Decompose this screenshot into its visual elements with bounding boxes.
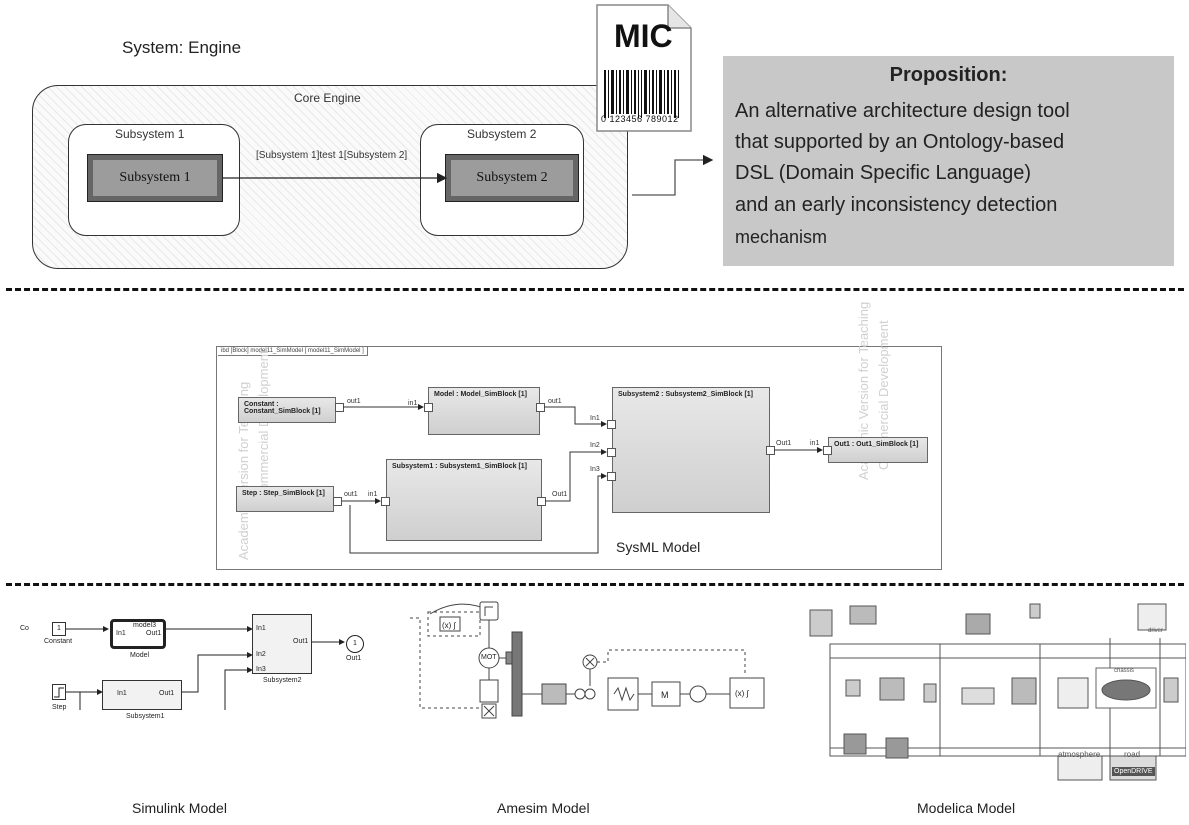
- simulink-sub1-out: Out1: [159, 690, 175, 697]
- sysml-label-sub2-in3: In3: [590, 466, 600, 473]
- amesim-mot: MOT: [481, 654, 497, 661]
- sysml-port-sub2-in2: [607, 448, 616, 457]
- proposition-line-4: and an early inconsistency detection: [735, 194, 1058, 216]
- sysml-port-sub2-in1: [607, 420, 616, 429]
- mic-label: MIC: [614, 18, 673, 54]
- sysml-label-sub2-in2: In2: [590, 442, 600, 449]
- simulink-outport: 1: [346, 635, 364, 653]
- modelica-diagram: [809, 603, 1186, 781]
- simulink-sub2-in1: In1: [256, 625, 266, 632]
- mic-document-shape: [596, 4, 692, 132]
- sysml-frame: [216, 346, 942, 570]
- sysml-connectors: [342, 404, 823, 554]
- step-icon: [54, 687, 64, 698]
- sysml-label-sub1-out1: Out1: [552, 491, 568, 498]
- simulink-model-in: In1: [116, 630, 126, 637]
- sysml-label-constant-out1: out1: [347, 398, 361, 405]
- sysml-frame-label: ibd [Block] model11_SimModel [ model11_S…: [218, 347, 368, 356]
- amesim-mass: M: [661, 690, 669, 700]
- simulink-model-block: [110, 619, 166, 649]
- amesim-sum1: (x) ∫: [442, 621, 456, 630]
- sysml-port-sub1-in1: [381, 497, 390, 506]
- sysml-label-sub2-in1: In1: [590, 415, 600, 422]
- sysml-port-step-out1: [333, 497, 342, 506]
- simulink-step-block: [52, 684, 66, 700]
- connector-label: [Subsystem 1]test 1[Subsystem 2]: [256, 150, 408, 161]
- simulink-sub2-label: Subsystem2: [263, 677, 302, 684]
- subsystem1-block: Subsystem 1: [87, 154, 223, 202]
- subsystem2-outer-label: Subsystem 2: [467, 127, 537, 141]
- simulink-sub2-in2: In2: [256, 651, 266, 658]
- mic-document-icon: [596, 4, 692, 132]
- subsystem1-outer-label: Subsystem 1: [115, 127, 185, 141]
- core-engine-label: Core Engine: [294, 91, 361, 105]
- proposition-title: Proposition:: [889, 64, 1008, 86]
- simulink-constant-block: 1: [52, 622, 66, 636]
- proposition-line-1: An alternative architecture design tool: [735, 100, 1070, 122]
- subsystem2-block: Subsystem 2: [445, 154, 579, 202]
- modelica-chassis-label: chassis: [1114, 668, 1135, 674]
- amesim-diagram: [410, 601, 765, 719]
- simulink-caption: Simulink Model: [132, 800, 227, 816]
- amesim-sum2: (x) ∫: [735, 689, 749, 698]
- sysml-block-subsystem1: Subsystem1 : Subsystem1_SimBlock [1]: [386, 459, 542, 541]
- sysml-caption: SysML Model: [616, 539, 701, 555]
- sysml-block-constant: Constant : Constant_SimBlock [1]: [238, 397, 336, 423]
- separator-bottom: [6, 583, 1184, 586]
- simulink-constant-label: Constant: [44, 638, 73, 645]
- simulink-cut-label: Co: [20, 625, 29, 632]
- simulink-outport-label: Out1: [346, 655, 362, 662]
- system-title: System: Engine: [122, 38, 242, 57]
- simulink-sub1-label: Subsystem1: [126, 713, 165, 720]
- sysml-block-out1: Out1 : Out1_SimBlock [1]: [828, 437, 928, 463]
- separator-top: [6, 288, 1184, 291]
- mic-barcode-number: 0 123456 789012: [601, 114, 679, 124]
- simulink-sub2-out: Out1: [293, 638, 309, 645]
- modelica-opendrive-label: OpenDRIVE: [1112, 767, 1155, 776]
- simulink-subsystem1-block: [102, 680, 182, 710]
- simulink-sub1-in: In1: [117, 690, 127, 697]
- modelica-atmosphere-label: atmosphere: [1058, 750, 1101, 759]
- sysml-port-sub2-in3: [607, 472, 616, 481]
- simulink-model-name: model3: [133, 622, 156, 629]
- modelica-driver-label: driver: [1148, 628, 1164, 634]
- simulink-diagram: [66, 626, 345, 710]
- proposition-line-2: that supported by an Ontology-based: [735, 131, 1065, 153]
- top-connectors: [222, 154, 714, 196]
- sysml-block-subsystem2: Subsystem2 : Subsystem2_SimBlock [1]: [612, 387, 770, 513]
- simulink-model-label: Model: [130, 652, 150, 659]
- sysml-label-sub1-in1: in1: [368, 491, 378, 498]
- sysml-port-out1-in1: [823, 446, 832, 455]
- sysml-label-step-out1: out1: [344, 491, 358, 498]
- proposition-box: Proposition: An alternative architecture…: [723, 56, 1174, 266]
- simulink-step-label: Step: [52, 704, 67, 711]
- modelica-road-label: road: [1124, 750, 1141, 759]
- simulink-sub2-in3: In3: [256, 666, 266, 673]
- sysml-block-model: Model : Model_SimBlock [1]: [428, 387, 540, 435]
- sysml-port-model-in1: [424, 403, 433, 412]
- sysml-label-model-out1: out1: [548, 398, 562, 405]
- sysml-label-sub2-out1: Out1: [776, 440, 792, 447]
- modelica-caption: Modelica Model: [917, 800, 1016, 816]
- sysml-block-step: Step : Step_SimBlock [1]: [236, 486, 334, 512]
- proposition-line-5: mechanism: [735, 227, 828, 247]
- amesim-caption: Amesim Model: [497, 800, 590, 816]
- simulink-subsystem2-block: [252, 614, 312, 674]
- sysml-label-out1-in1: in1: [810, 440, 820, 447]
- simulink-model-out: Out1: [146, 630, 162, 637]
- proposition-line-3: DSL (Domain Specific Language): [735, 162, 1032, 184]
- sysml-label-model-in1: in1: [408, 400, 418, 407]
